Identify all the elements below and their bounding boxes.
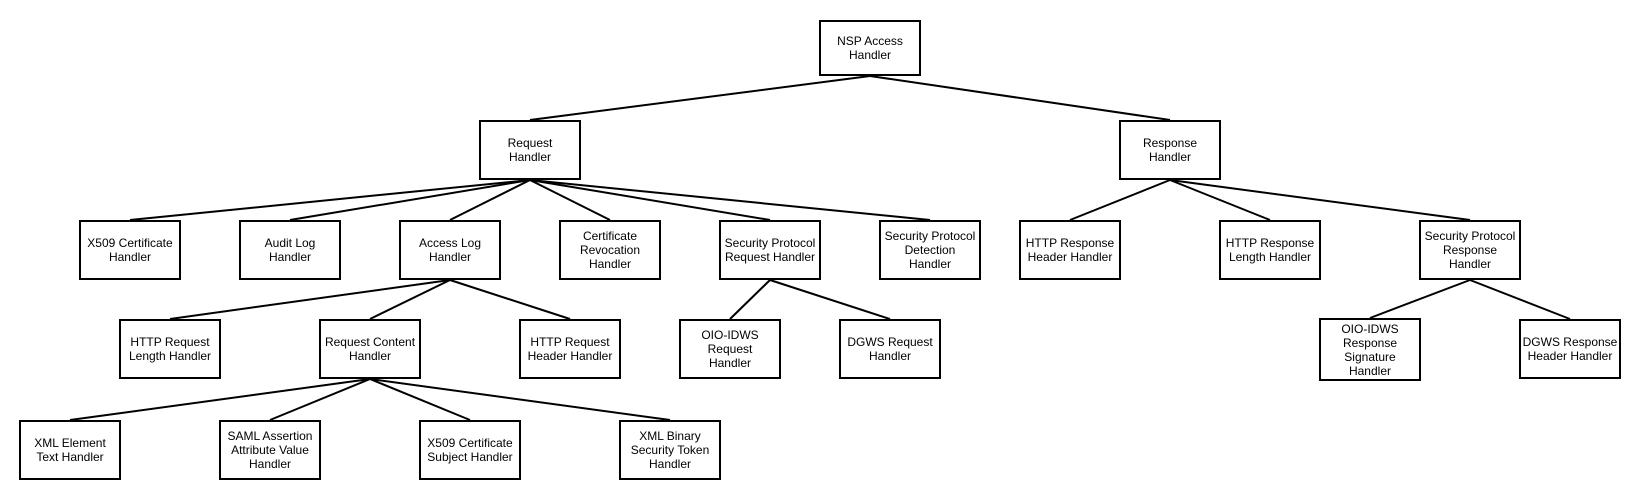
node-x509-certificate-subject-handler: X509 Certificate Subject Handler bbox=[419, 420, 521, 480]
edge-security-protocol-request-handler--dgws-request-handler bbox=[769, 279, 891, 320]
node-label-oio-idws-request-handler: OIO-IDWS Request Handler bbox=[701, 328, 759, 370]
node-label-http-request-header-handler: HTTP Request Header Handler bbox=[527, 335, 613, 363]
edge-request-content-handler--xml-binary-security-token-handler bbox=[369, 378, 671, 421]
edge-access-log-handler--http-request-length-handler bbox=[169, 279, 451, 320]
node-x509-certificate-handler: X509 Certificate Handler bbox=[79, 220, 181, 280]
node-oio-idws-response-signature-handler: OIO-IDWS Response Signature Handler bbox=[1319, 318, 1421, 381]
node-saml-assertion-attribute-value-handler: SAML Assertion Attribute Value Handler bbox=[219, 420, 321, 480]
edge-request-content-handler--saml-assertion-attribute-value-handler bbox=[269, 378, 371, 421]
edge-request-content-handler--x509-certificate-subject-handler bbox=[369, 378, 471, 421]
edge-security-protocol-response-handler--oio-idws-response-signature-handler bbox=[1369, 279, 1471, 319]
node-security-protocol-detection-handler: Security Protocol Detection Handler bbox=[879, 220, 981, 280]
node-label-http-response-length-handler: HTTP Response Length Handler bbox=[1225, 236, 1315, 264]
node-label-security-protocol-request-handler: Security Protocol Request Handler bbox=[724, 236, 816, 264]
node-label-nsp-access-handler: NSP Access Handler bbox=[837, 34, 903, 62]
node-label-response-handler: Response Handler bbox=[1142, 136, 1198, 164]
edge-request-handler--certificate-revocation-handler bbox=[529, 179, 611, 221]
node-xml-binary-security-token-handler: XML Binary Security Token Handler bbox=[619, 420, 721, 480]
node-nsp-access-handler: NSP Access Handler bbox=[819, 20, 921, 76]
edge-access-log-handler--request-content-handler bbox=[369, 279, 451, 320]
edge-request-handler--audit-log-handler bbox=[289, 179, 531, 221]
node-certificate-revocation-handler: Certificate Revocation Handler bbox=[559, 220, 661, 280]
edge-nsp-access-handler--response-handler bbox=[869, 75, 1171, 121]
edge-response-handler--security-protocol-response-handler bbox=[1169, 179, 1471, 221]
node-label-dgws-request-handler: DGWS Request Handler bbox=[847, 335, 933, 363]
node-access-log-handler: Access Log Handler bbox=[399, 220, 501, 280]
node-label-security-protocol-detection-handler: Security Protocol Detection Handler bbox=[884, 229, 976, 271]
node-security-protocol-response-handler: Security Protocol Response Handler bbox=[1419, 220, 1521, 280]
node-http-response-length-handler: HTTP Response Length Handler bbox=[1219, 220, 1321, 280]
edge-response-handler--http-response-length-handler bbox=[1169, 179, 1271, 221]
edge-nsp-access-handler--request-handler bbox=[529, 75, 871, 121]
node-audit-log-handler: Audit Log Handler bbox=[239, 220, 341, 280]
node-label-http-request-length-handler: HTTP Request Length Handler bbox=[128, 335, 212, 363]
node-security-protocol-request-handler: Security Protocol Request Handler bbox=[719, 220, 821, 280]
edge-access-log-handler--http-request-header-handler bbox=[449, 279, 571, 320]
node-label-dgws-response-header-handler: DGWS Response Header Handler bbox=[1522, 335, 1618, 363]
node-dgws-request-handler: DGWS Request Handler bbox=[839, 319, 941, 379]
node-http-request-length-handler: HTTP Request Length Handler bbox=[119, 319, 221, 379]
node-label-request-handler: Request Handler bbox=[507, 136, 553, 164]
node-label-access-log-handler: Access Log Handler bbox=[418, 236, 482, 264]
edge-request-handler--security-protocol-request-handler bbox=[529, 179, 771, 221]
node-dgws-response-header-handler: DGWS Response Header Handler bbox=[1519, 319, 1621, 379]
edge-security-protocol-request-handler--oio-idws-request-handler bbox=[729, 279, 771, 320]
edge-security-protocol-response-handler--dgws-response-header-handler bbox=[1469, 279, 1571, 320]
node-label-audit-log-handler: Audit Log Handler bbox=[264, 236, 316, 264]
node-http-request-header-handler: HTTP Request Header Handler bbox=[519, 319, 621, 379]
edge-response-handler--http-response-header-handler bbox=[1069, 179, 1171, 221]
node-request-content-handler: Request Content Handler bbox=[319, 319, 421, 379]
node-label-oio-idws-response-signature-handler: OIO-IDWS Response Signature Handler bbox=[1341, 321, 1399, 378]
node-label-x509-certificate-handler: X509 Certificate Handler bbox=[87, 236, 173, 264]
edge-request-content-handler--xml-element-text-handler bbox=[69, 378, 371, 421]
node-oio-idws-request-handler: OIO-IDWS Request Handler bbox=[679, 319, 781, 379]
edge-request-handler--x509-certificate-handler bbox=[129, 179, 531, 221]
edge-request-handler--security-protocol-detection-handler bbox=[529, 179, 931, 221]
node-label-http-response-header-handler: HTTP Response Header Handler bbox=[1025, 236, 1115, 264]
node-label-certificate-revocation-handler: Certificate Revocation Handler bbox=[579, 229, 641, 271]
node-http-response-header-handler: HTTP Response Header Handler bbox=[1019, 220, 1121, 280]
node-label-security-protocol-response-handler: Security Protocol Response Handler bbox=[1424, 229, 1516, 271]
node-xml-element-text-handler: XML Element Text Handler bbox=[19, 420, 121, 480]
node-response-handler: Response Handler bbox=[1119, 120, 1221, 180]
node-request-handler: Request Handler bbox=[479, 120, 581, 180]
node-label-x509-certificate-subject-handler: X509 Certificate Subject Handler bbox=[427, 436, 513, 464]
node-label-request-content-handler: Request Content Handler bbox=[324, 335, 416, 363]
node-label-xml-element-text-handler: XML Element Text Handler bbox=[34, 436, 106, 464]
edge-request-handler--access-log-handler bbox=[449, 179, 531, 221]
node-label-xml-binary-security-token-handler: XML Binary Security Token Handler bbox=[630, 429, 710, 471]
node-label-saml-assertion-attribute-value-handler: SAML Assertion Attribute Value Handler bbox=[227, 429, 313, 471]
